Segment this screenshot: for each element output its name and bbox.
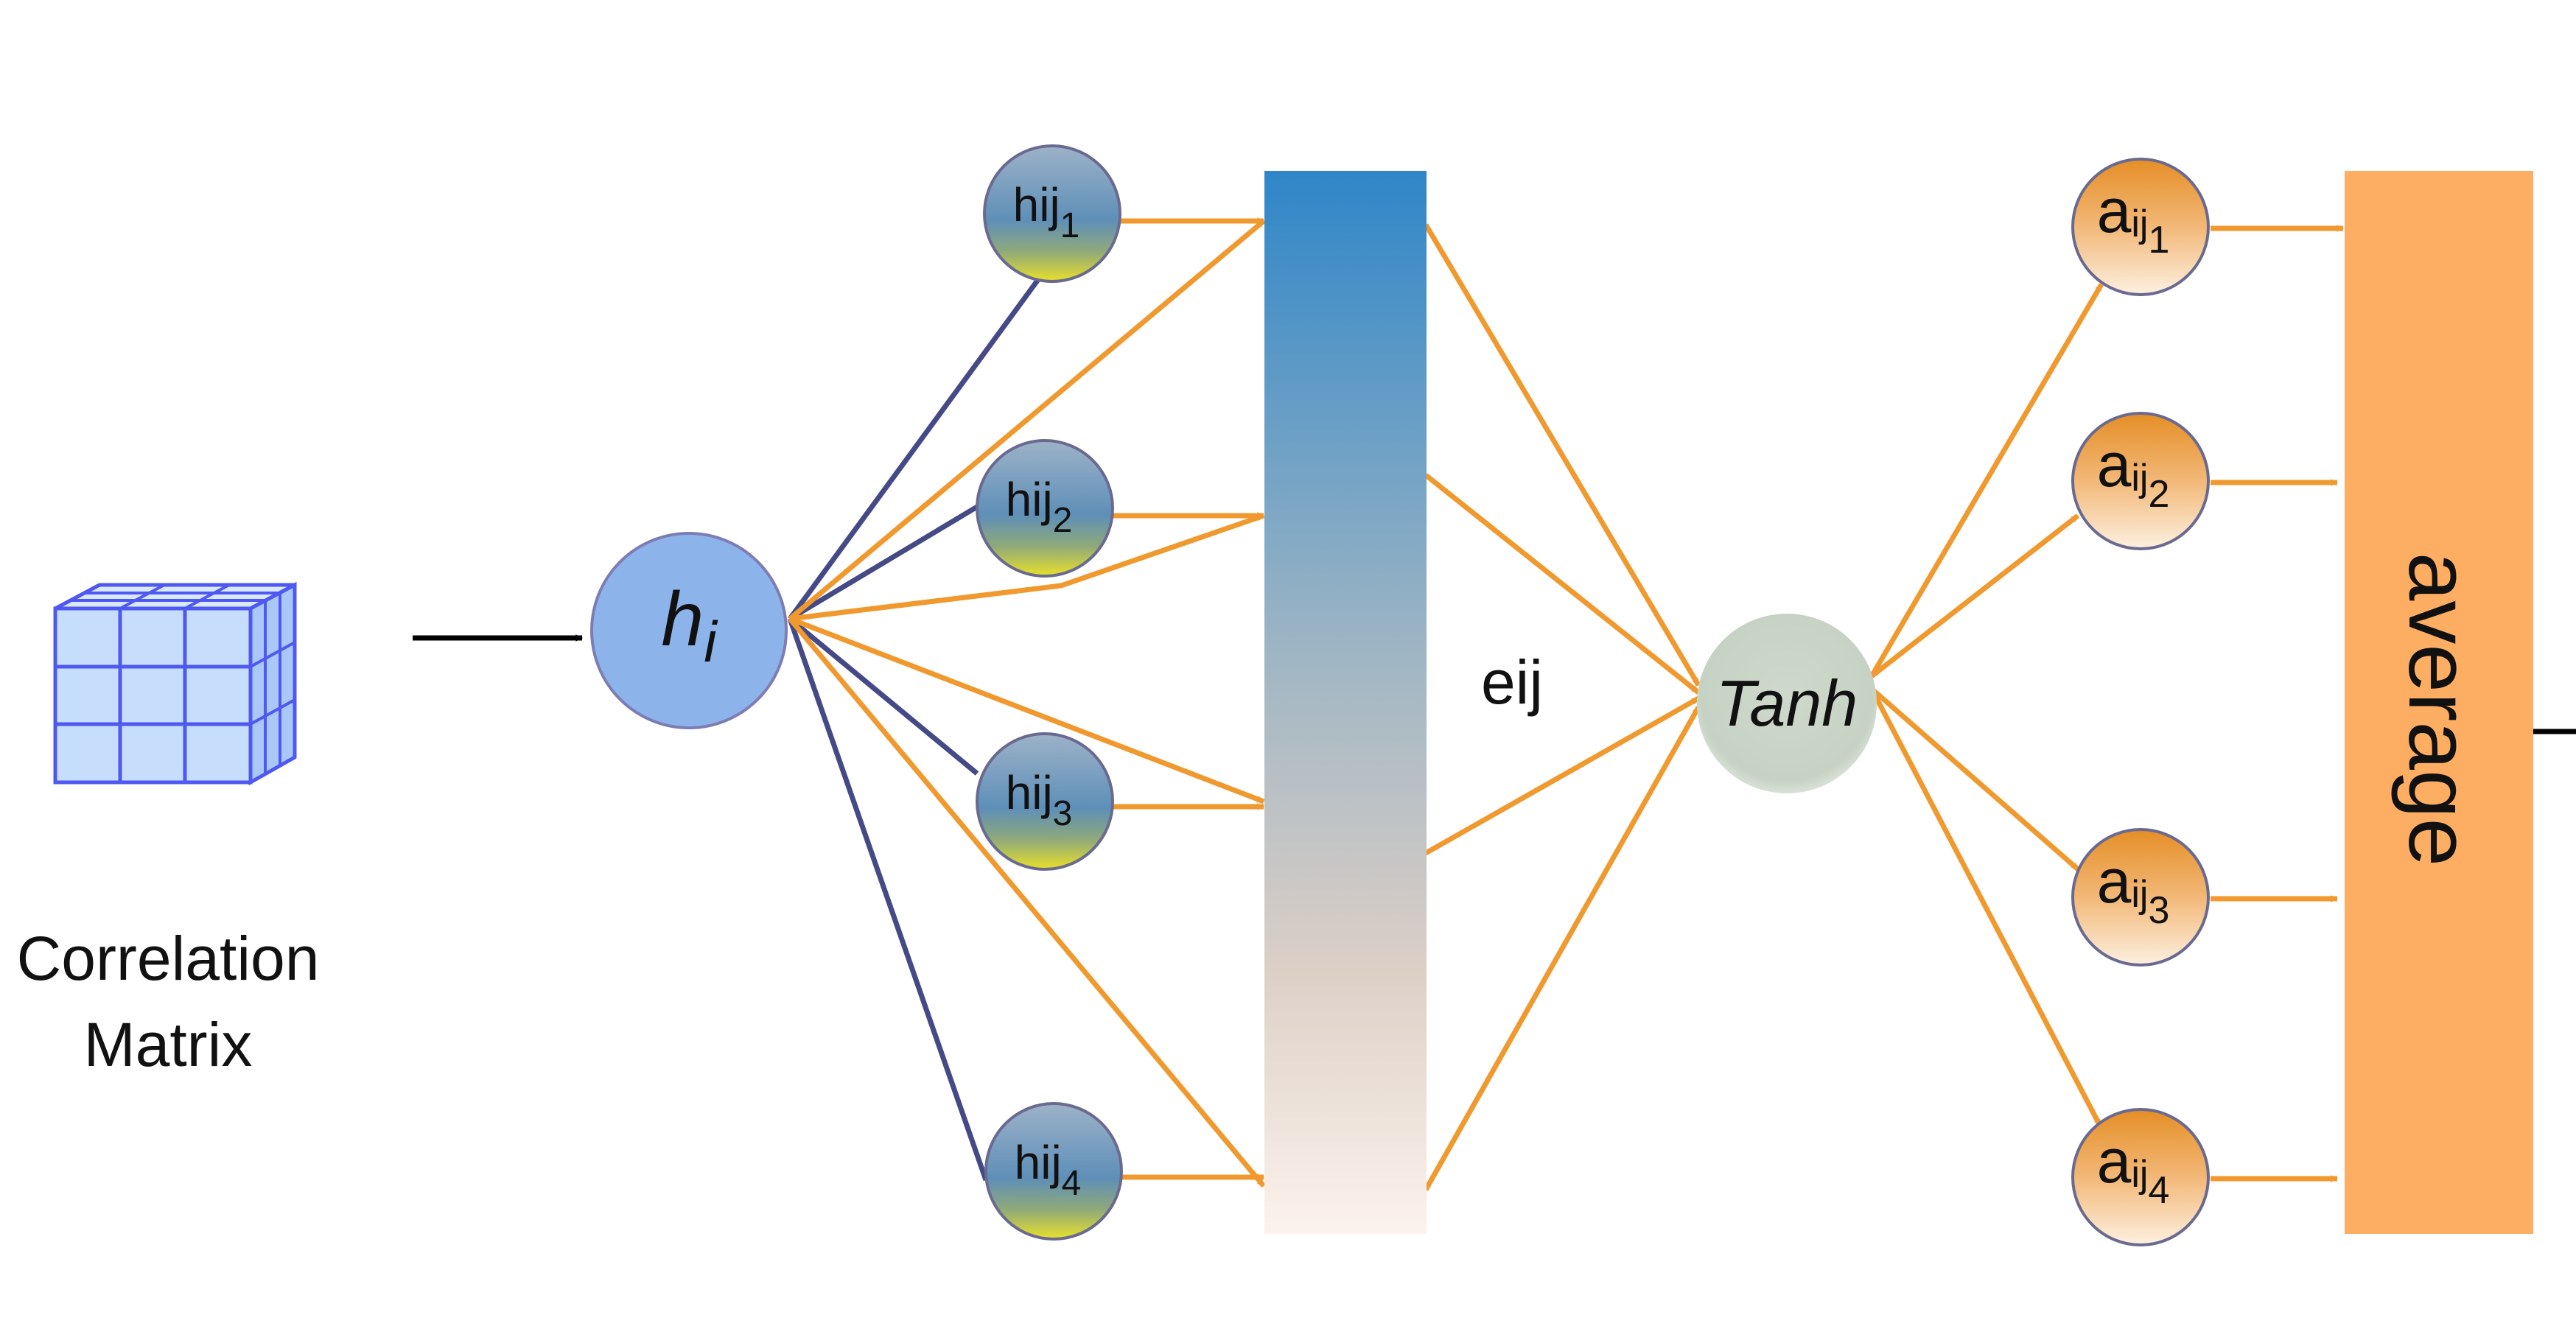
attention-node: aij1 <box>2071 158 2210 296</box>
tanh-label: Tanh <box>1716 667 1858 740</box>
svg-text:aij3: aij3 <box>2097 846 2170 932</box>
attention-node: aij4 <box>2071 1108 2210 1246</box>
average-box <box>2345 171 2533 1234</box>
attention-to-average-arrows <box>2211 225 2344 1182</box>
average-label: average <box>2390 552 2488 866</box>
svg-text:hij4: hij4 <box>1015 1136 1082 1203</box>
score-label: eij <box>1481 648 1543 717</box>
neighbor-edges <box>787 276 1041 1182</box>
neighbor-node: hij2 <box>976 439 1114 578</box>
hidden-to-bar-arrows <box>788 219 1266 1188</box>
attention-node: aij2 <box>2071 412 2210 550</box>
neighbor-to-bar-arrows <box>1111 217 1264 1181</box>
tanh-node: Tanh <box>1697 614 1877 793</box>
neighbor-node: hij1 <box>983 144 1121 283</box>
svg-text:hi: hi <box>661 577 718 674</box>
hidden-node-base: h <box>661 577 704 662</box>
hidden-node-sub: i <box>704 609 718 674</box>
neighbor-node: hij3 <box>976 732 1114 871</box>
svg-text:aij1: aij1 <box>2097 176 2170 262</box>
svg-text:aij4: aij4 <box>2097 1126 2170 1212</box>
correlation-matrix-icon <box>53 581 297 786</box>
svg-text:hij2: hij2 <box>1006 473 1073 540</box>
score-bar <box>1264 171 1427 1234</box>
svg-text:hij1: hij1 <box>1013 178 1080 245</box>
hidden-node: hi <box>590 532 788 729</box>
input-label-line2: Matrix <box>84 1010 253 1079</box>
svg-text:hij3: hij3 <box>1006 766 1073 833</box>
svg-text:aij2: aij2 <box>2097 430 2170 516</box>
tanh-to-attention-arrows <box>1869 283 2104 1127</box>
bar-to-tanh-arrows <box>1423 223 1701 1191</box>
neighbor-node: hij4 <box>984 1102 1123 1241</box>
attention-node: aij3 <box>2071 828 2210 967</box>
input-label-line1: Correlation <box>17 924 320 993</box>
